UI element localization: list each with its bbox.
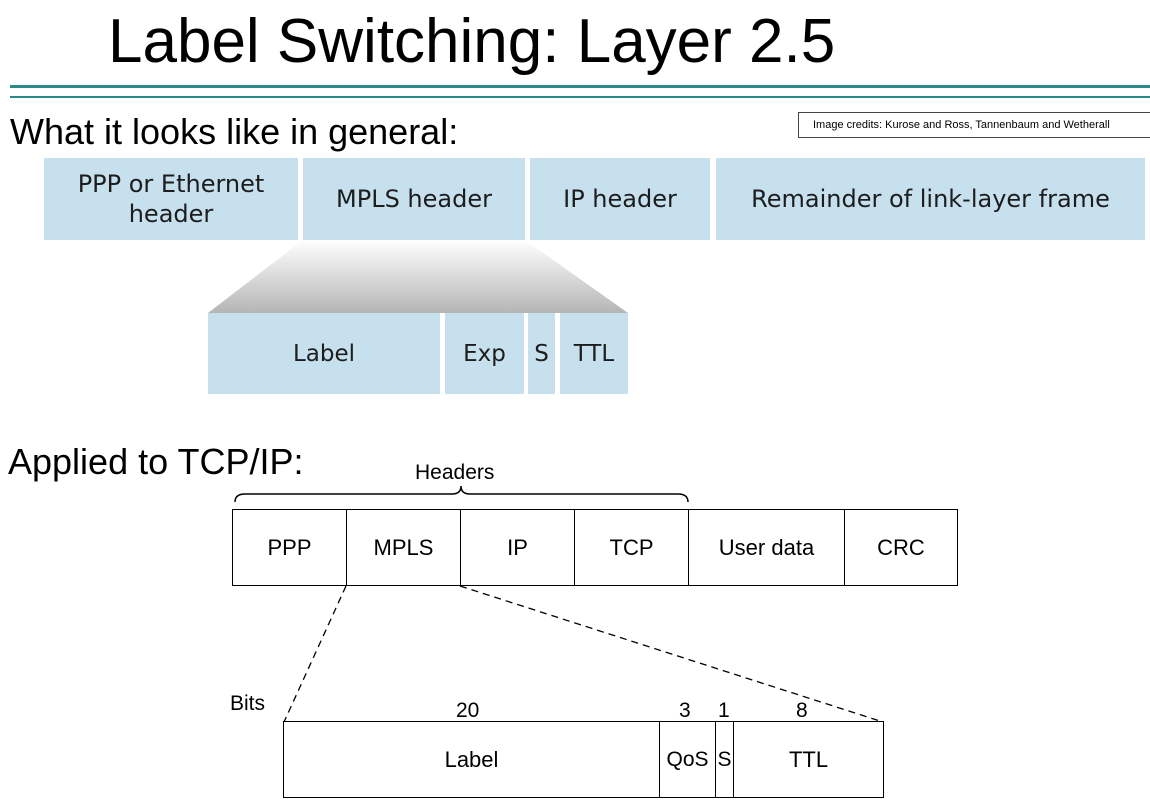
tcpip-frame-ip: IP <box>460 509 575 586</box>
image-credits: Image credits: Kurose and Ross, Tannenba… <box>798 112 1150 138</box>
bit-count-qos: 3 <box>679 699 691 722</box>
general-mpls-exp-field: Exp <box>445 313 524 394</box>
tcpip-mpls-label-field: Label <box>283 721 660 798</box>
tcpip-frame-mpls: MPLS <box>346 509 461 586</box>
general-mpls-s-field: S <box>528 313 555 394</box>
tcpip-frame-user-data: User data <box>688 509 845 586</box>
general-heading: What it looks like in general: <box>10 111 459 152</box>
tcpip-frame-tcp: TCP <box>574 509 689 586</box>
general-mpls-label-field: Label <box>208 313 440 394</box>
title-rule-top <box>10 85 1150 88</box>
bit-count-label: 20 <box>456 699 480 722</box>
tcpip-mpls-qos-field: QoS <box>659 721 716 798</box>
zoom-line-right <box>459 585 884 723</box>
tcpip-frame-crc: CRC <box>844 509 958 586</box>
bit-count-ttl: 8 <box>796 699 808 722</box>
bit-count-s: 1 <box>718 699 730 722</box>
title-rule-bottom <box>10 96 1150 98</box>
tcpip-mpls-ttl-field: TTL <box>733 721 884 798</box>
general-frame-remainder: Remainder of link-layer frame <box>716 158 1145 240</box>
tcpip-frame-ppp: PPP <box>232 509 347 586</box>
slide-title: Label Switching: Layer 2.5 <box>108 7 836 76</box>
headers-label: Headers <box>415 461 495 484</box>
mpls-expansion-wedge <box>208 240 628 313</box>
tcpip-mpls-s-field: S <box>715 721 734 798</box>
general-frame-ip-header: IP header <box>530 158 710 240</box>
headers-brace <box>234 485 689 503</box>
general-mpls-ttl-field: TTL <box>560 313 628 394</box>
bits-label: Bits <box>230 692 266 715</box>
zoom-line-left <box>283 585 347 723</box>
general-frame-mpls-header: MPLS header <box>303 158 525 240</box>
tcpip-heading: Applied to TCP/IP: <box>8 441 304 482</box>
general-frame-ppp-header: PPP or Ethernet header <box>44 158 298 240</box>
